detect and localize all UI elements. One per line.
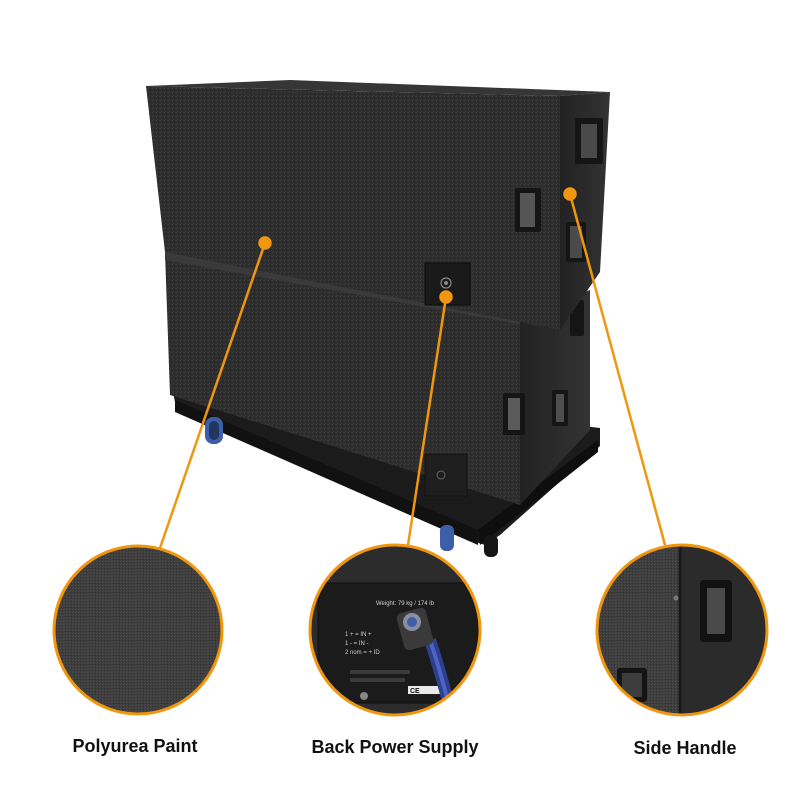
weight-label: Weight: 79 kg / 174 lb: [376, 601, 435, 607]
power-cable: [396, 607, 461, 715]
pin-label-3: 2 nom = + ID: [345, 650, 380, 656]
caster-wheels: [205, 417, 498, 557]
upper-cabinet: [146, 80, 610, 330]
pin-label-2: 1 - = IN -: [345, 641, 369, 647]
ce-mark: CE: [410, 688, 420, 695]
detail-circle-handle: [595, 543, 769, 717]
lower-cabinet: [165, 252, 590, 505]
caption-polyurea-paint: Polyurea Paint: [72, 736, 198, 756]
speaker-stack: [146, 80, 610, 557]
caption-back-power-supply: Back Power Supply: [311, 737, 479, 757]
detail-circle-paint: [52, 544, 224, 716]
detail-circle-power: Weight: 79 kg / 174 lb 1 + = IN + 1 - = …: [308, 543, 482, 717]
caption-side-handle: Side Handle: [633, 738, 737, 758]
callout-lines: [158, 187, 667, 549]
pin-label-1: 1 + = IN +: [345, 632, 372, 638]
